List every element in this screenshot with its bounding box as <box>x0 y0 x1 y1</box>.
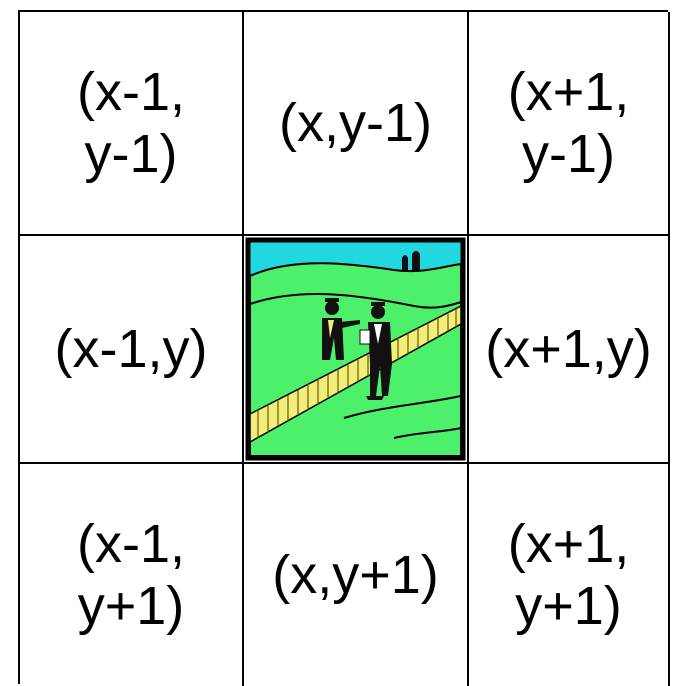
cell-bottom-center: (x,y+1) <box>244 464 469 686</box>
cell-middle-left: (x-1,y) <box>20 236 244 464</box>
neighbor-pixel-grid: (x-1, y-1) (x,y-1) (x+1, y-1) (x-1,y) <box>18 10 670 686</box>
cell-top-right: (x+1, y-1) <box>469 12 670 236</box>
cell-middle-right: (x+1,y) <box>469 236 670 464</box>
cell-top-center: (x,y-1) <box>244 12 469 236</box>
cell-bottom-right: (x+1, y+1) <box>469 464 670 686</box>
cell-bottom-left: (x-1, y+1) <box>20 464 244 686</box>
cell-top-left: (x-1, y-1) <box>20 12 244 236</box>
cell-center <box>244 236 469 464</box>
two-men-by-fence-clipart-icon <box>244 236 467 462</box>
